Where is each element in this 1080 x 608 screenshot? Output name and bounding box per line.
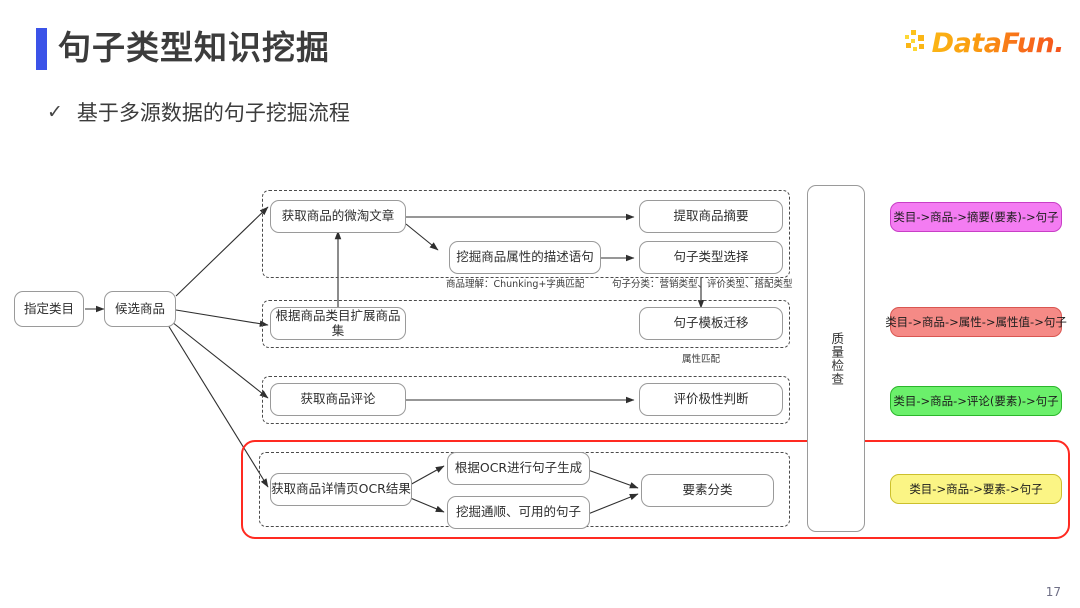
- node-quality-check[interactable]: 质量检查: [807, 185, 865, 532]
- node-extract-summary[interactable]: 提取商品摘要: [639, 200, 783, 233]
- node-sentence-type-select[interactable]: 句子类型选择: [639, 241, 783, 274]
- legend-summary: 类目->商品->摘要(要素)->句子: [890, 202, 1062, 232]
- node-label: 评价极性判断: [673, 391, 749, 407]
- group-weitao: [262, 190, 790, 278]
- node-label: 根据商品类目扩展商品集: [275, 308, 401, 338]
- title-accent-bar: [36, 28, 47, 70]
- node-label: 根据OCR进行句子生成: [454, 460, 583, 476]
- logo-dots-icon: [904, 30, 931, 56]
- node-mine-fluent-sentence[interactable]: 挖掘通顺、可用的句子: [447, 496, 590, 529]
- caption-product-understanding: 商品理解：Chunking+字典匹配: [446, 279, 585, 290]
- node-expand-product-set[interactable]: 根据商品类目扩展商品集: [270, 307, 406, 340]
- datafun-logo: DataFun.: [904, 26, 1065, 60]
- node-label: 句子模板迁移: [673, 315, 749, 331]
- node-label: 指定类目: [23, 300, 74, 316]
- ocr-highlight-box: [241, 440, 1070, 539]
- node-get-weitao-article[interactable]: 获取商品的微淘文章: [270, 200, 406, 233]
- node-get-product-review[interactable]: 获取商品评论: [270, 383, 406, 416]
- node-label: 获取商品的微淘文章: [281, 208, 395, 224]
- node-label: 质量检查: [829, 331, 845, 386]
- node-label: 获取商品评论: [300, 391, 376, 407]
- caption-attribute-match: 属性匹配: [682, 354, 721, 365]
- node-element-classification[interactable]: 要素分类: [641, 474, 774, 507]
- node-get-detail-ocr[interactable]: 获取商品详情页OCR结果: [270, 473, 412, 506]
- node-label: 获取商品详情页OCR结果: [271, 481, 411, 497]
- legend-element: 类目->商品->要素->句子: [890, 474, 1062, 504]
- caption-sentence-classification: 句子分类：营销类型、评价类型、搭配类型: [612, 279, 793, 290]
- page-number: 17: [1045, 585, 1061, 599]
- node-specify-category[interactable]: 指定类目: [14, 291, 84, 327]
- legend-label: 类目->商品->属性->属性值->句子: [885, 315, 1067, 329]
- node-ocr-sentence-gen[interactable]: 根据OCR进行句子生成: [447, 452, 590, 485]
- logo-text: DataFun.: [931, 27, 1065, 59]
- node-label: 句子类型选择: [673, 249, 749, 265]
- check-icon: ✓: [47, 101, 63, 123]
- node-sentence-template-transfer[interactable]: 句子模板迁移: [639, 307, 783, 340]
- legend-label: 类目->商品->要素->句子: [909, 482, 1043, 496]
- node-label: 候选商品: [114, 300, 165, 316]
- node-candidate-product[interactable]: 候选商品: [104, 291, 176, 327]
- node-label: 要素分类: [682, 482, 733, 498]
- group-expand: [262, 300, 790, 348]
- node-label: 挖掘商品属性的描述语句: [456, 249, 594, 265]
- node-label: 挖掘通顺、可用的句子: [455, 504, 581, 520]
- legend-label: 类目->商品->摘要(要素)->句子: [893, 210, 1059, 224]
- legend-review: 类目->商品->评论(要素)->句子: [890, 386, 1062, 416]
- node-mine-attr-desc[interactable]: 挖掘商品属性的描述语句: [449, 241, 601, 274]
- legend-label: 类目->商品->评论(要素)->句子: [893, 394, 1059, 408]
- subtitle-row: ✓ 基于多源数据的句子挖掘流程: [47, 97, 350, 127]
- node-review-polarity[interactable]: 评价极性判断: [639, 383, 783, 416]
- node-label: 提取商品摘要: [673, 208, 749, 224]
- group-review: [262, 376, 790, 424]
- legend-attribute: 类目->商品->属性->属性值->句子: [885, 307, 1067, 337]
- page-title: 句子类型知识挖掘: [58, 28, 330, 67]
- subtitle-text: 基于多源数据的句子挖掘流程: [76, 101, 350, 125]
